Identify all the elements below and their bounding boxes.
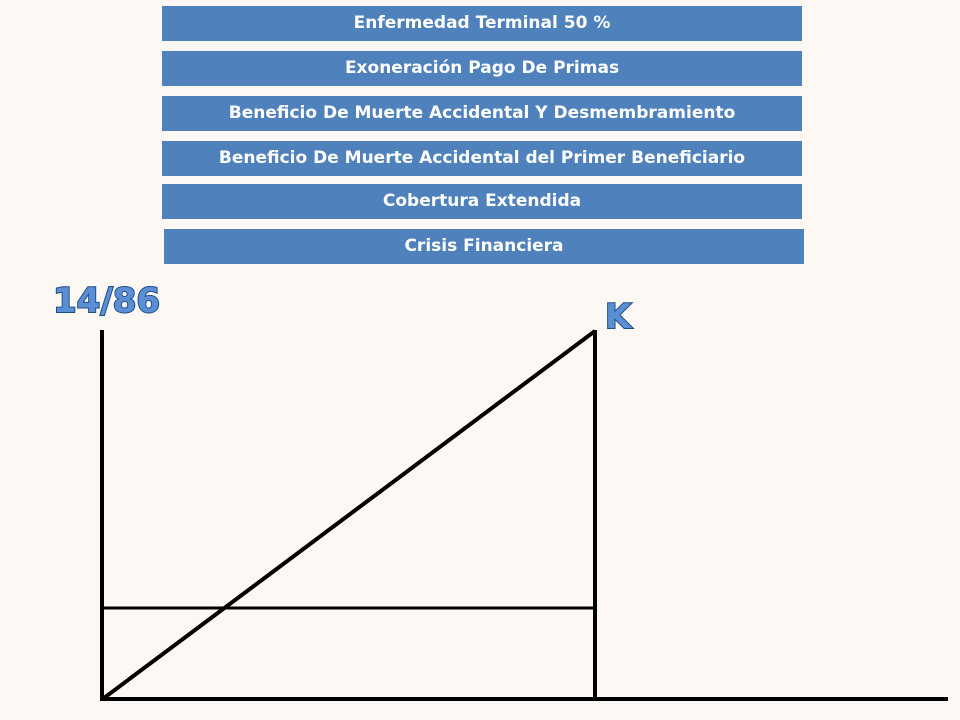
ratio-label: 14/86 — [52, 280, 161, 322]
benefit-bar-enfermedad-terminal: Enfermedad Terminal 50 % — [162, 6, 802, 41]
k-label: K — [604, 296, 632, 338]
benefit-bar-cobertura-extendida: Cobertura Extendida — [162, 184, 802, 219]
diagonal-line — [102, 329, 597, 700]
benefit-bar-muerte-accidental-primer-beneficiario: Beneficio De Muerte Accidental del Prime… — [162, 141, 802, 176]
benefit-bar-crisis-financiera: Crisis Financiera — [164, 229, 804, 264]
benefit-bar-exoneracion-pago-primas: Exoneración Pago De Primas — [162, 51, 802, 86]
benefit-bar-muerte-accidental-desmembramiento: Beneficio De Muerte Accidental Y Desmemb… — [162, 96, 802, 131]
